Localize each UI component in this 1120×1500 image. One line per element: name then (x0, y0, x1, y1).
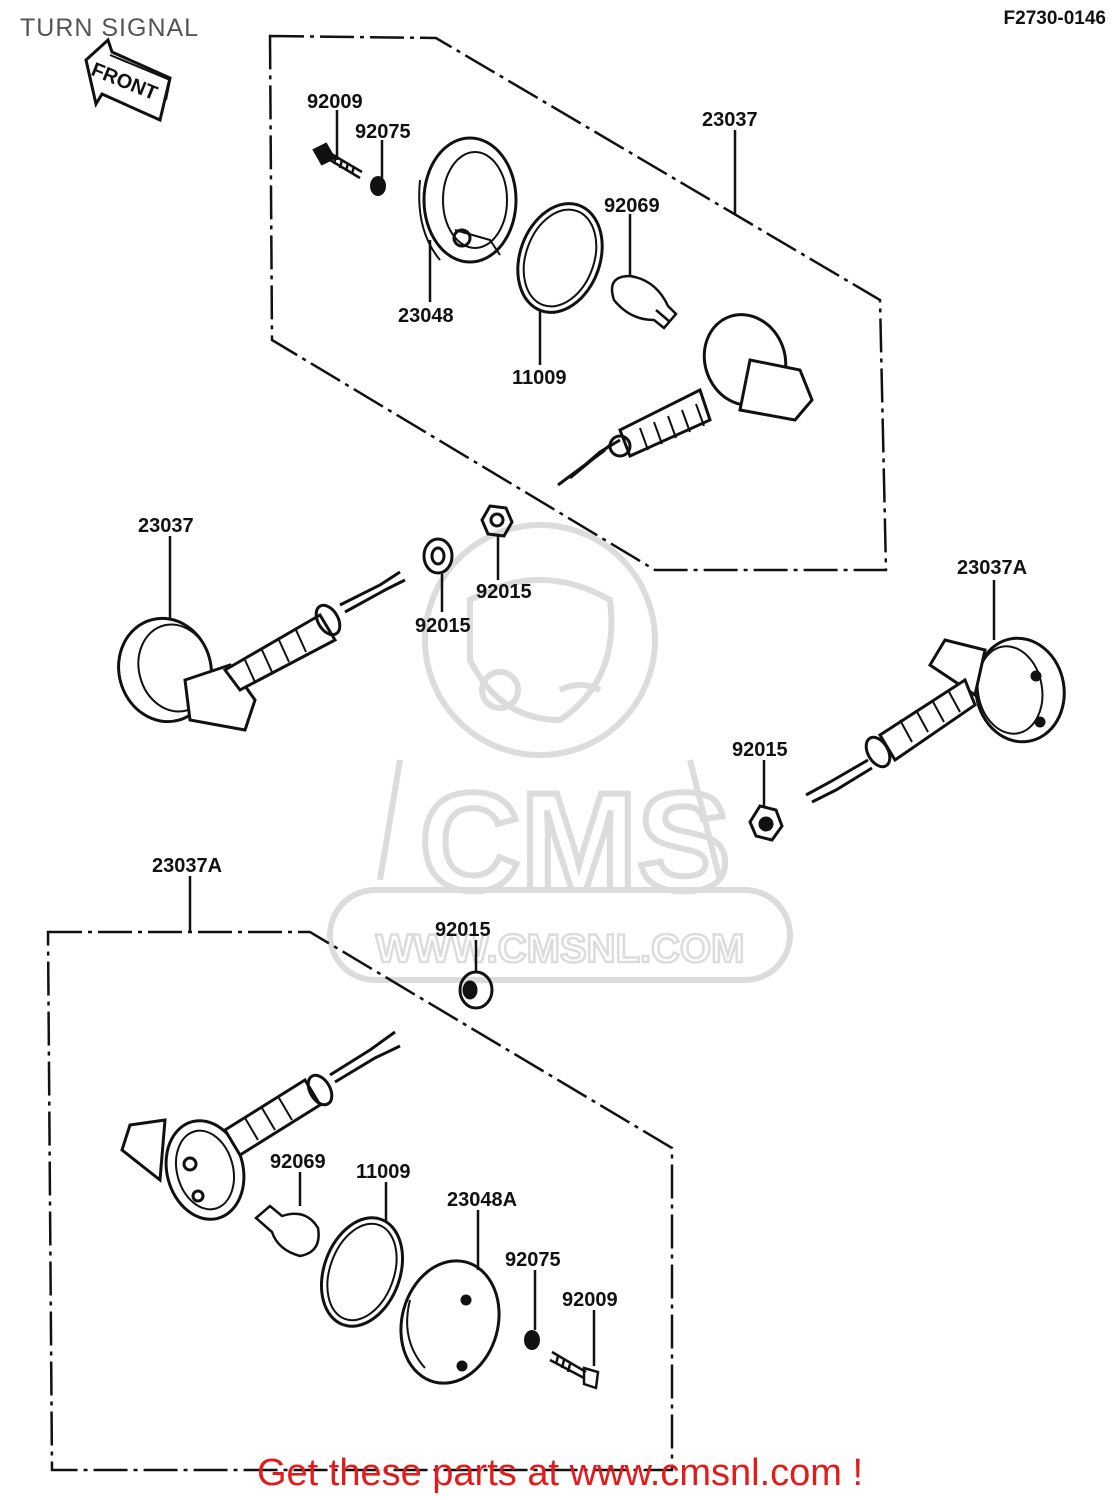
screw-icon (312, 142, 363, 180)
diagram-code: F2730-0146 (1003, 8, 1106, 29)
part-label: 23037 (702, 109, 758, 131)
turn-signal-housing-icon (805, 636, 1066, 804)
part-label: 92069 (604, 195, 660, 217)
turn-signal-housing-icon (120, 1030, 401, 1221)
assembly-frame-top (268, 34, 888, 572)
washer-icon (524, 1330, 540, 1350)
bulb-icon (610, 274, 678, 330)
watermark-brand: CMS (419, 763, 730, 920)
nut-icon (748, 804, 784, 842)
nut-icon (422, 537, 454, 575)
part-label: 23048 (398, 305, 454, 327)
part-label: 11009 (356, 1161, 411, 1183)
front-arrow-icon: FRONT (84, 37, 172, 123)
gasket-icon (516, 202, 604, 314)
get-parts-link[interactable]: Get these parts at www.cmsnl.com ! (256, 1452, 864, 1494)
watermark-url: WWW.CMSNL.COM (376, 927, 745, 971)
nut-icon (480, 504, 514, 538)
part-label: 92015 (732, 739, 788, 761)
part-label: 23037A (152, 855, 222, 877)
part-label: 23037A (957, 557, 1027, 579)
part-label: 92015 (415, 615, 471, 637)
part-label: 92015 (435, 919, 491, 941)
turn-signal-housing-icon (557, 313, 814, 487)
gasket-icon (319, 1216, 405, 1328)
bulb-icon (254, 1204, 320, 1258)
washer-icon (370, 176, 386, 196)
lens-icon (418, 136, 518, 264)
part-label: 23048A (447, 1189, 517, 1211)
part-label: 92015 (476, 581, 532, 603)
page-title: TURN SIGNAL (20, 14, 200, 42)
part-label: 23037 (138, 515, 194, 537)
turn-signal-housing-icon (117, 570, 406, 732)
part-label: 92009 (307, 91, 363, 113)
part-label: 92009 (562, 1289, 618, 1311)
part-label: 92069 (270, 1151, 326, 1173)
part-label: 92075 (505, 1249, 561, 1271)
part-label: 11009 (512, 367, 567, 389)
leader-lines (168, 110, 996, 1366)
assembly-frame-bottom (46, 930, 674, 1472)
screw-icon (549, 1350, 600, 1390)
lens-icon (399, 1259, 501, 1385)
cms-watermark (327, 522, 793, 983)
part-label: 92075 (355, 121, 411, 143)
